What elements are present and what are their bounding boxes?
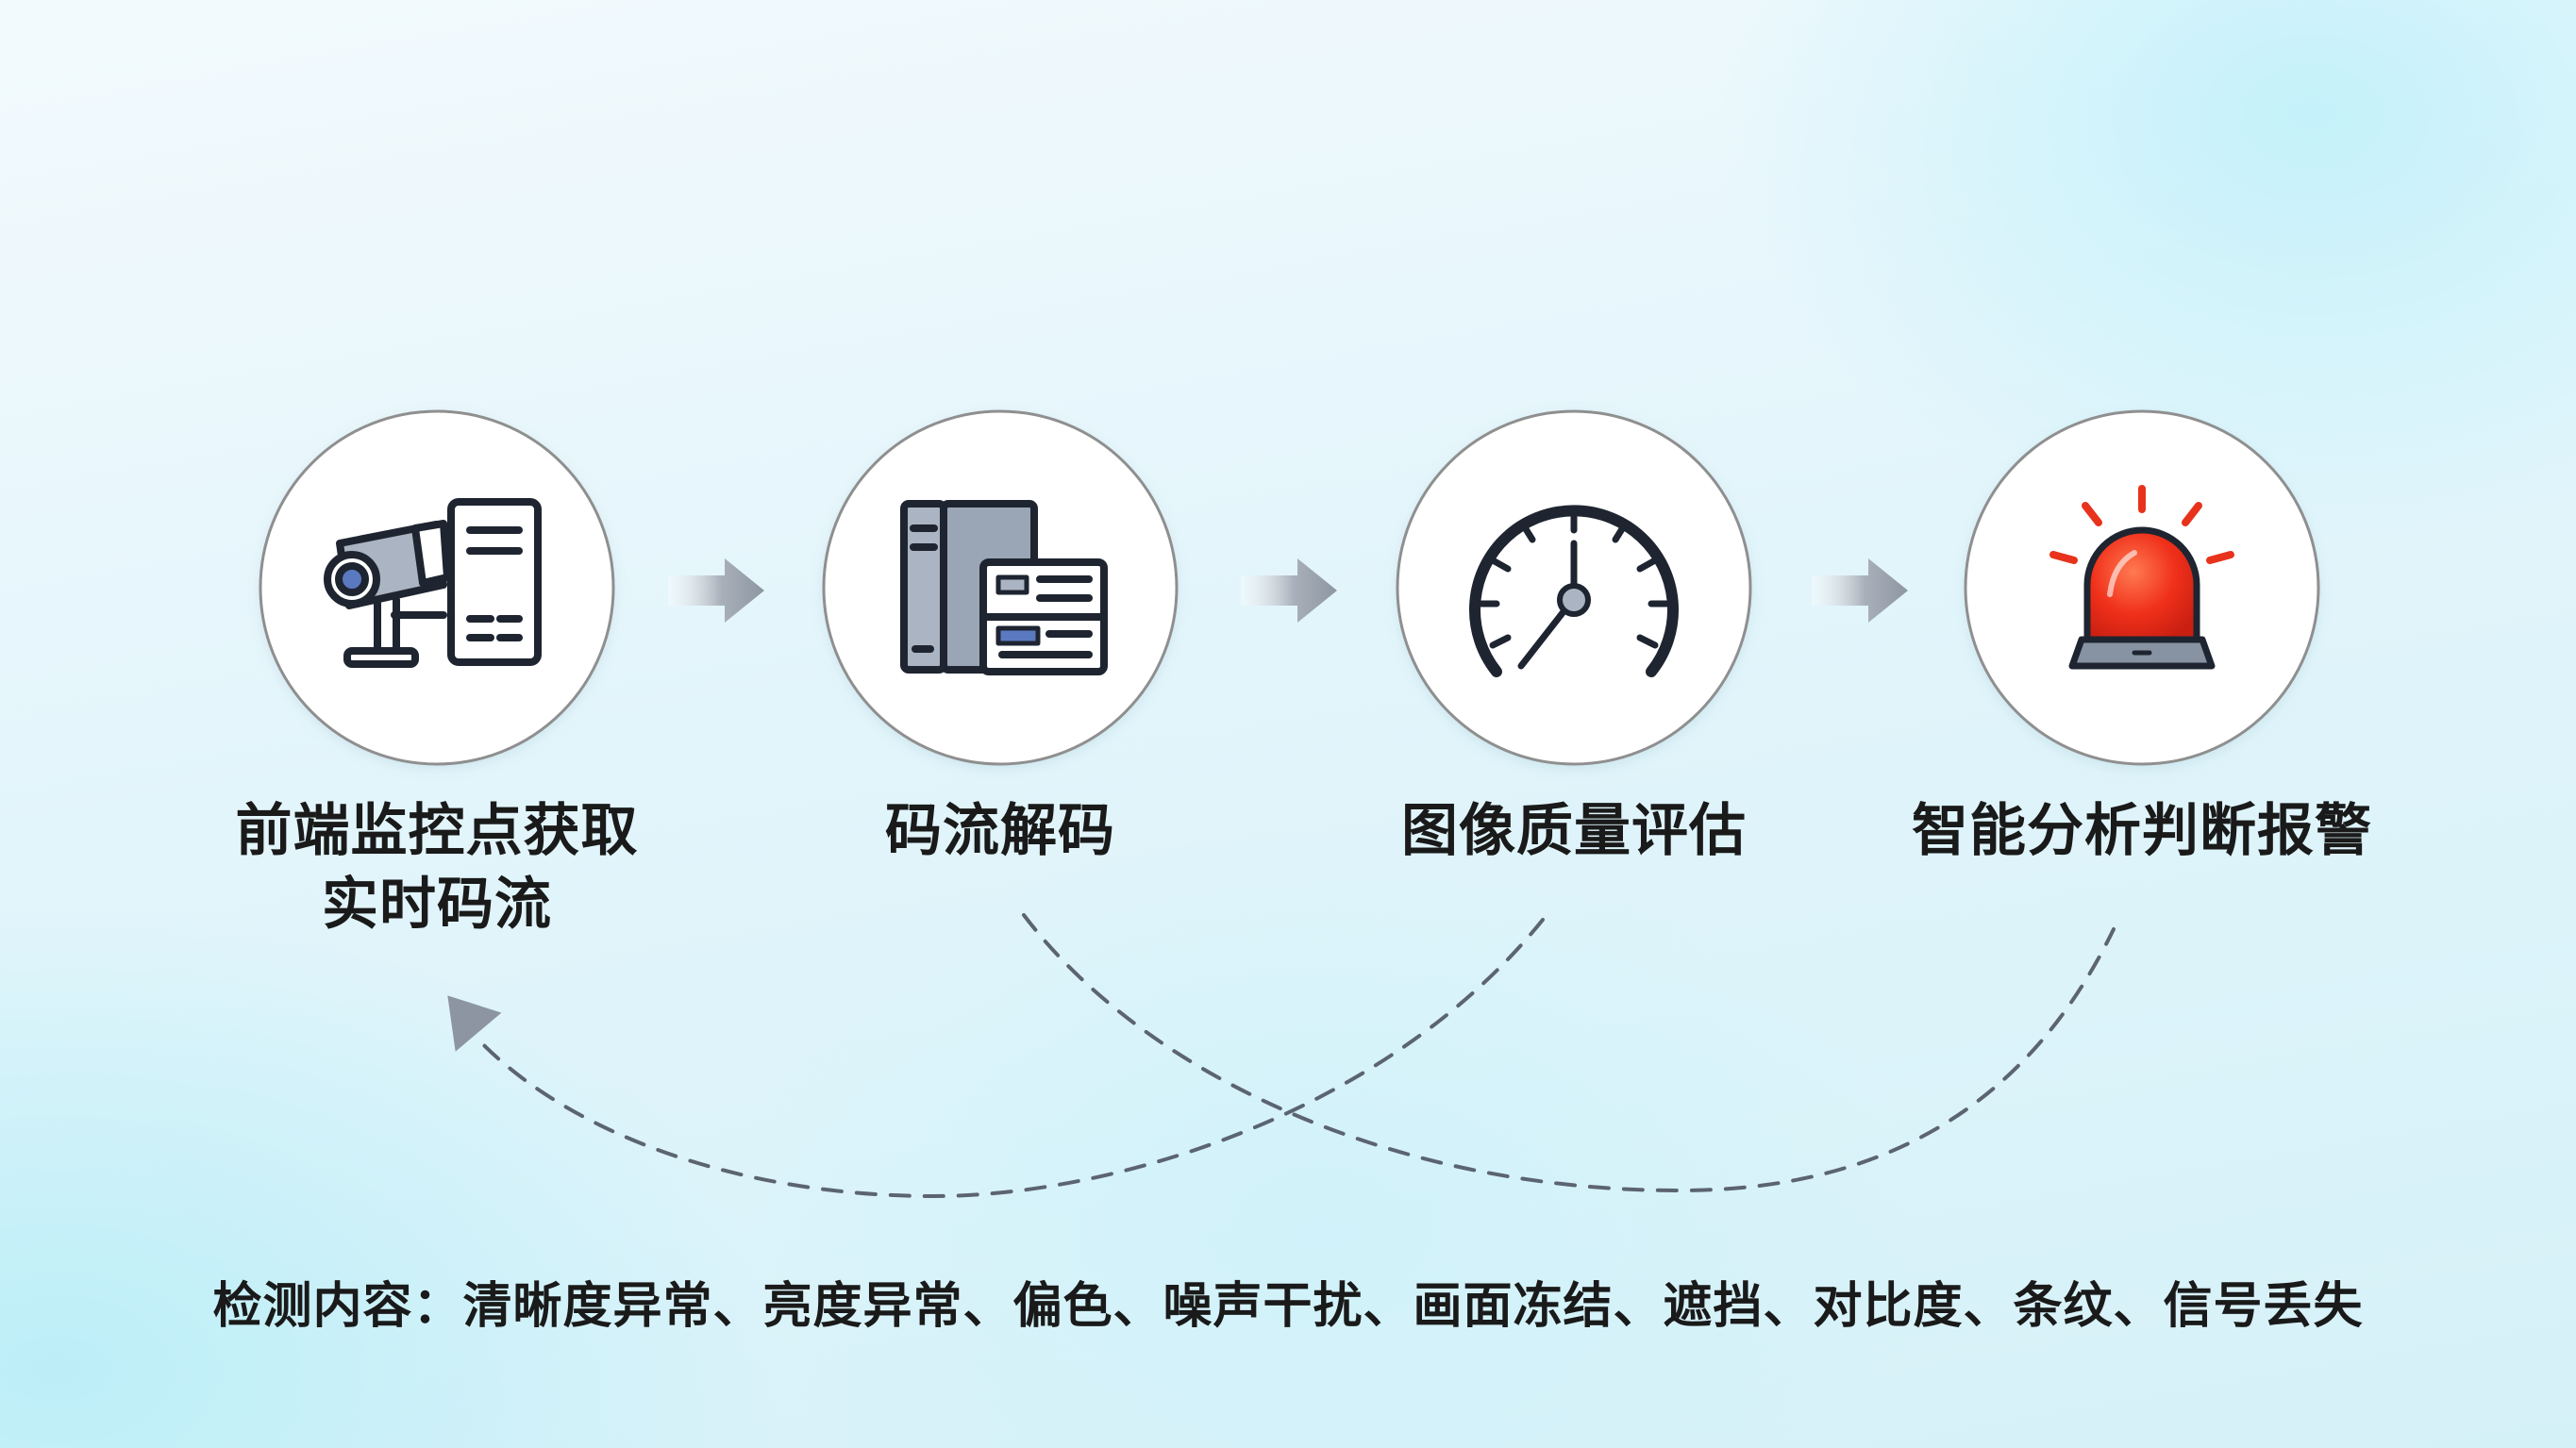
loop-path-decode	[1022, 913, 2116, 1193]
step-label-4: 智能分析判断报警	[1912, 798, 2372, 864]
arrow-right-icon	[1241, 558, 1337, 623]
arrow-right-icon	[668, 558, 764, 623]
camera-server-icon	[324, 498, 542, 668]
loop-path-evaluate	[475, 918, 1545, 1199]
detection-content-note: 检测内容：清晰度异常、亮度异常、偏色、噪声干扰、画面冻结、遮挡、对比度、条纹、信…	[212, 1278, 2364, 1335]
arrow-right-icon	[1812, 558, 1908, 623]
dashed-feedback-loop	[475, 913, 2116, 1199]
alarm-siren-icon	[2049, 485, 2234, 670]
step-label-1: 前端监控点获取 实时码流	[235, 798, 639, 938]
server-rack-icon	[900, 500, 1108, 675]
loop-arrowhead-icon	[447, 995, 502, 1052]
step-label-2: 码流解码	[885, 798, 1115, 864]
step-label-3: 图像质量评估	[1401, 798, 1747, 864]
speedometer-gauge-icon	[1469, 505, 1679, 677]
